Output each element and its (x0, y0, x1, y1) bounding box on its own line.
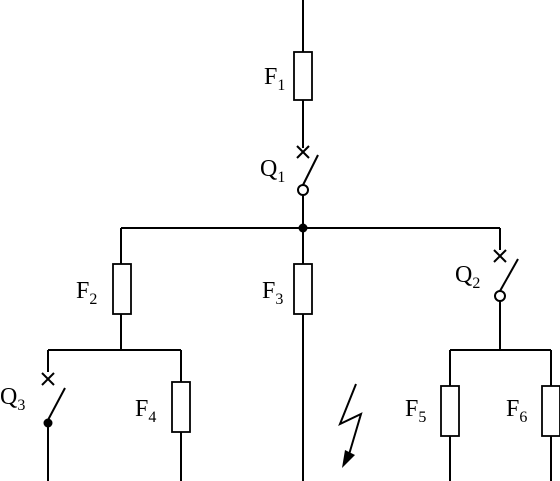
main-feeder (293, 0, 319, 228)
label-q3: Q3 (0, 384, 25, 414)
left-branch (41, 228, 191, 481)
breaker-q1-cross-icon (296, 145, 310, 159)
label-f4: F4 (135, 396, 156, 426)
middle-branch (293, 228, 313, 481)
label-f1: F1 (264, 64, 285, 94)
label-f3: F3 (262, 278, 283, 308)
lightning-bolt-icon (338, 383, 363, 468)
breaker-q1-contact (297, 184, 309, 196)
breaker-q3-blade (47, 387, 66, 421)
fuse-f2 (112, 263, 132, 315)
fuse-f4 (171, 381, 191, 433)
breaker-q3-cross-icon (41, 372, 55, 386)
fuse-f5 (440, 385, 460, 437)
label-f5: F5 (405, 396, 426, 426)
label-f2: F2 (76, 278, 97, 308)
fuse-f1 (293, 51, 313, 101)
label-q1: Q1 (260, 156, 285, 186)
label-q2: Q2 (455, 262, 480, 292)
breaker-q2-blade (499, 258, 519, 292)
fuse-f6 (541, 385, 560, 437)
label-f6: F6 (506, 396, 527, 426)
fuse-f3 (293, 263, 313, 315)
breaker-q1-blade (302, 154, 319, 186)
busbar (121, 223, 500, 233)
right-branch (440, 228, 560, 481)
breaker-q2-cross-icon (493, 249, 507, 263)
breaker-q2-contact (494, 290, 506, 302)
